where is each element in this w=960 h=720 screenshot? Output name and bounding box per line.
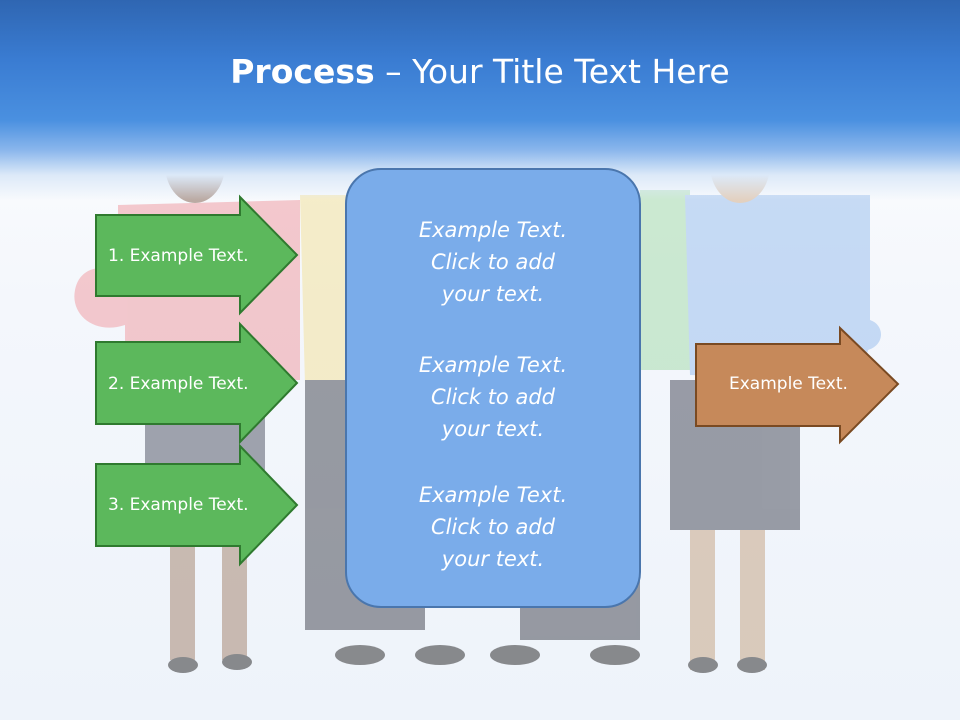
center-text-line: Click to add [430,515,555,539]
slide-title: Process – Your Title Text Here [0,52,960,91]
slide-title-rest: – Your Title Text Here [374,52,730,91]
center-text-block-2: Example Text. Click to add your text. [347,349,639,445]
puzzle-piece-yellow [300,195,350,385]
center-text-line: your text. [441,282,545,306]
right-arrow[interactable] [695,325,900,445]
left-arrow-1[interactable] [95,194,299,316]
center-text-line: Example Text. [418,218,568,242]
left-arrow-2[interactable] [95,321,299,445]
center-text-line: Example Text. [418,483,568,507]
left-arrow-3-label: 3. Example Text. [108,495,249,515]
center-text-line: Click to add [430,385,555,409]
person-4-leg-right [740,530,765,670]
puzzle-piece-green [640,190,690,370]
left-arrow-3[interactable] [95,443,299,567]
center-text-line: your text. [441,417,545,441]
left-arrow-2-label: 2. Example Text. [108,374,249,394]
person-4-leg-left [690,530,715,670]
center-text-line: Click to add [430,250,555,274]
slide-title-bold: Process [230,52,375,91]
center-text-block-3: Example Text. Click to add your text. [347,479,639,575]
center-text-line: Example Text. [418,353,568,377]
center-text-block-1: Example Text. Click to add your text. [347,214,639,310]
center-text-line: your text. [441,547,545,571]
center-text-box[interactable]: Example Text. Click to add your text. Ex… [345,168,641,608]
puzzle-piece-blue [685,195,882,380]
left-arrow-1-label: 1. Example Text. [108,246,249,266]
right-arrow-label: Example Text. [729,374,848,394]
title-band [0,0,960,200]
